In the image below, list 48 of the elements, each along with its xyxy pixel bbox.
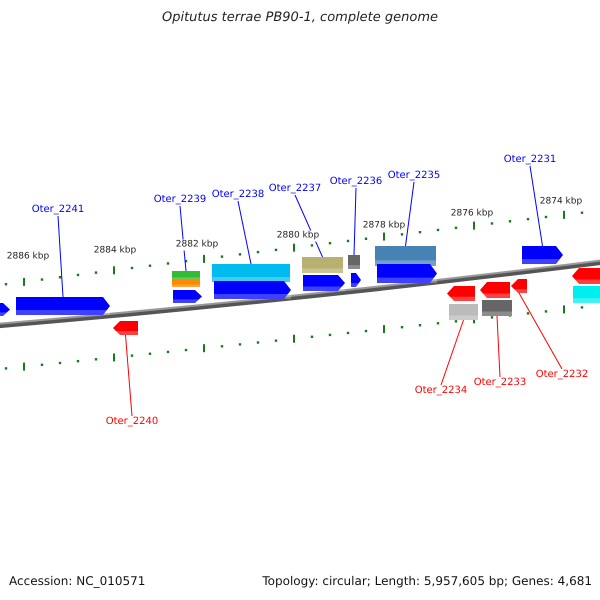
footer-text: Accession: NC_010571 <box>9 574 146 588</box>
scale-label: 2886 kbp <box>6 252 50 262</box>
gene-feature <box>511 279 527 293</box>
gene-label: Oter_2241 <box>32 204 84 216</box>
leader-line <box>125 334 132 416</box>
gene-label: Oter_2238 <box>212 189 264 201</box>
gene-feature <box>522 246 563 264</box>
gene-feature <box>16 297 110 315</box>
gene-feature <box>214 281 291 299</box>
gene-feature <box>173 290 202 303</box>
gene-label: Oter_2239 <box>154 194 206 206</box>
gene-label: Oter_2232 <box>536 369 588 381</box>
scale-label: 2874 kbp <box>538 196 584 208</box>
gene-label: Oter_2237 <box>268 183 322 195</box>
diagram-title: Opitutus terrae PB90-1, complete genome <box>162 10 438 25</box>
scale-label: 2880 kbp <box>276 230 320 242</box>
feature-bar <box>212 264 290 282</box>
gene-label: Oter_2240 <box>106 416 158 428</box>
feature-bar <box>302 257 343 273</box>
leader-line <box>530 166 543 246</box>
feature-bar <box>375 246 436 266</box>
gene-feature <box>351 273 361 287</box>
gene-label: Oter_2233 <box>474 377 526 389</box>
leader-line <box>518 292 562 370</box>
gene-feature <box>447 286 475 301</box>
leader-line <box>440 320 464 386</box>
gene-feature <box>113 321 138 335</box>
feature-bar <box>449 304 478 320</box>
leader-line <box>405 182 414 246</box>
gene-feature <box>572 268 600 284</box>
scale-label: 2882 kbp <box>174 240 220 250</box>
gene-label: Oter_2235 <box>388 170 440 182</box>
footer-text: Topology: circular; Length: 5,957,605 bp; Genes: 4,681 <box>262 574 592 588</box>
leader-line <box>58 216 64 298</box>
leader-line <box>238 200 252 264</box>
gene-label: Oter_2231 <box>504 154 556 166</box>
feature-bar <box>482 300 512 316</box>
scale-label: 2876 kbp <box>450 208 494 220</box>
feature-bar <box>573 286 600 303</box>
scale-label: 2878 kbp <box>362 220 406 232</box>
feature-bar <box>348 255 360 269</box>
gene-feature <box>303 275 345 291</box>
feature-bar <box>172 279 200 287</box>
leader-line <box>496 316 500 378</box>
scale-label: 2884 kbp <box>92 246 138 256</box>
gene-label: Oter_2234 <box>414 385 468 397</box>
gene-feature <box>377 264 437 283</box>
gene-label: Oter_2236 <box>330 176 382 188</box>
